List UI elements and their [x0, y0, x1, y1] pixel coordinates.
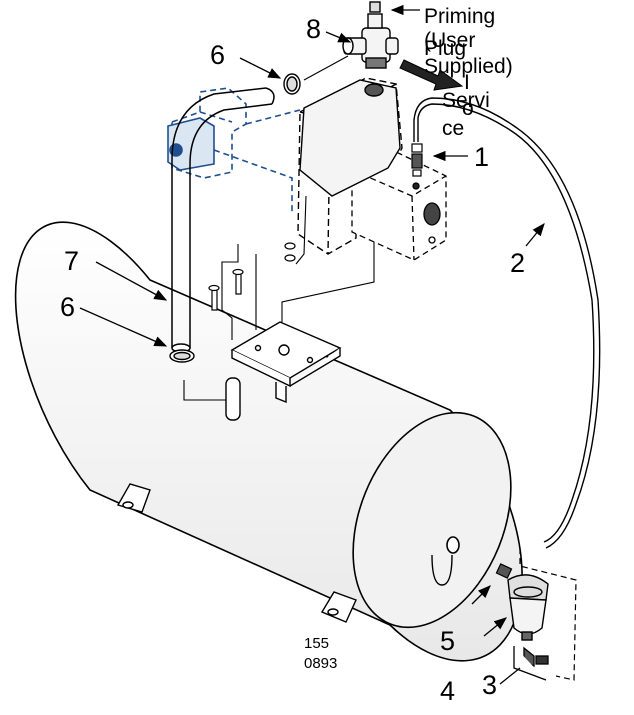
service-arrow: [399, 59, 464, 91]
tank-foot-right: [320, 591, 357, 623]
drain-valve: [513, 646, 549, 681]
pickup-tube: [225, 377, 241, 421]
figure-id-line-2: 0893: [304, 655, 338, 672]
motor-housing-solid: [167, 117, 215, 171]
priming-note-line-3: Supplied): [424, 55, 513, 78]
plug-note-line-3: Servi: [442, 89, 490, 112]
drain-tube: [413, 97, 601, 549]
hose-clamp-top: [283, 73, 301, 95]
callout-2: 2: [510, 248, 526, 278]
hose-clamp-bottom: [169, 349, 195, 363]
callout-8: 8: [306, 14, 322, 44]
tee-fitting: [342, 1, 399, 69]
pressure-switch-port: [412, 182, 441, 244]
callout-5: 5: [440, 626, 456, 656]
plug-note-line-2: I: [464, 71, 470, 94]
plug-note-line-4: ce: [442, 117, 465, 140]
figure-id-line-1: 155: [304, 635, 330, 652]
mounting-bracket: [230, 321, 342, 404]
outlet-tube: [171, 87, 275, 353]
callout-6-mid: 6: [60, 292, 76, 322]
tank-foot-left: [116, 483, 151, 513]
tee-connection-line: [303, 55, 349, 81]
plug-note-overlap: o: [462, 97, 474, 120]
assembly-lines: [183, 195, 375, 401]
callout-3: 3: [482, 670, 498, 700]
fitting-connector: [411, 143, 423, 177]
air-tank: [14, 221, 523, 662]
motor-housing-hidden: [171, 87, 301, 212]
pump-head: [299, 79, 401, 197]
priming-note-line-1: Priming: [424, 5, 496, 28]
callout-1: 1: [474, 142, 490, 172]
plug-note-line-1: Plug: [424, 37, 467, 60]
callout-7: 7: [64, 246, 80, 276]
callout-6-top: 6: [210, 40, 226, 70]
callout-leaders: [79, 4, 545, 685]
priming-note-line-2: (User: [424, 29, 476, 52]
adapter-fitting: [495, 563, 513, 579]
mounting-bolts: [208, 242, 296, 311]
drain-filter-outline: [519, 548, 577, 681]
filter-bowl: [507, 574, 549, 641]
callout-4: 4: [440, 676, 456, 706]
